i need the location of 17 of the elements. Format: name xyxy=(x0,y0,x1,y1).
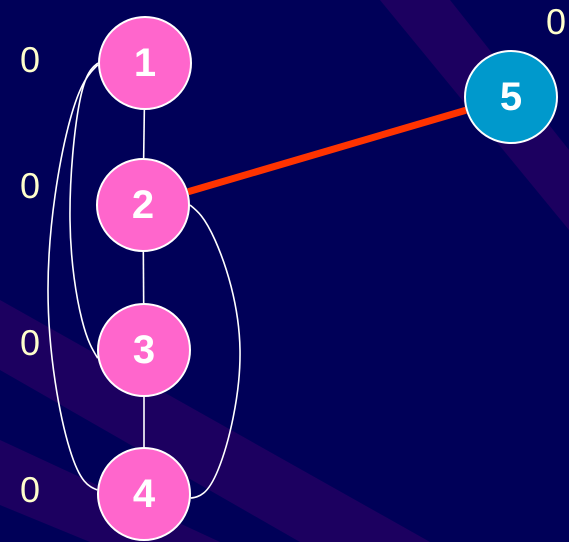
node-label: 2 xyxy=(132,182,154,228)
connector-line xyxy=(47,64,99,491)
node-value: 0 xyxy=(20,168,40,204)
node-label: 4 xyxy=(132,472,156,516)
connector-line xyxy=(187,106,467,196)
node-value: 0 xyxy=(546,4,566,40)
node-value: 0 xyxy=(20,42,40,78)
node-label: 1 xyxy=(134,40,156,86)
connector-line xyxy=(69,62,98,359)
node-value: 0 xyxy=(20,472,40,508)
node-value: 0 xyxy=(20,325,40,361)
connector-line xyxy=(142,252,144,303)
connector-line xyxy=(142,110,146,158)
node-label: 5 xyxy=(500,74,522,120)
node-label: 3 xyxy=(132,328,156,372)
connector-line xyxy=(190,204,241,499)
connector-line xyxy=(143,397,145,447)
